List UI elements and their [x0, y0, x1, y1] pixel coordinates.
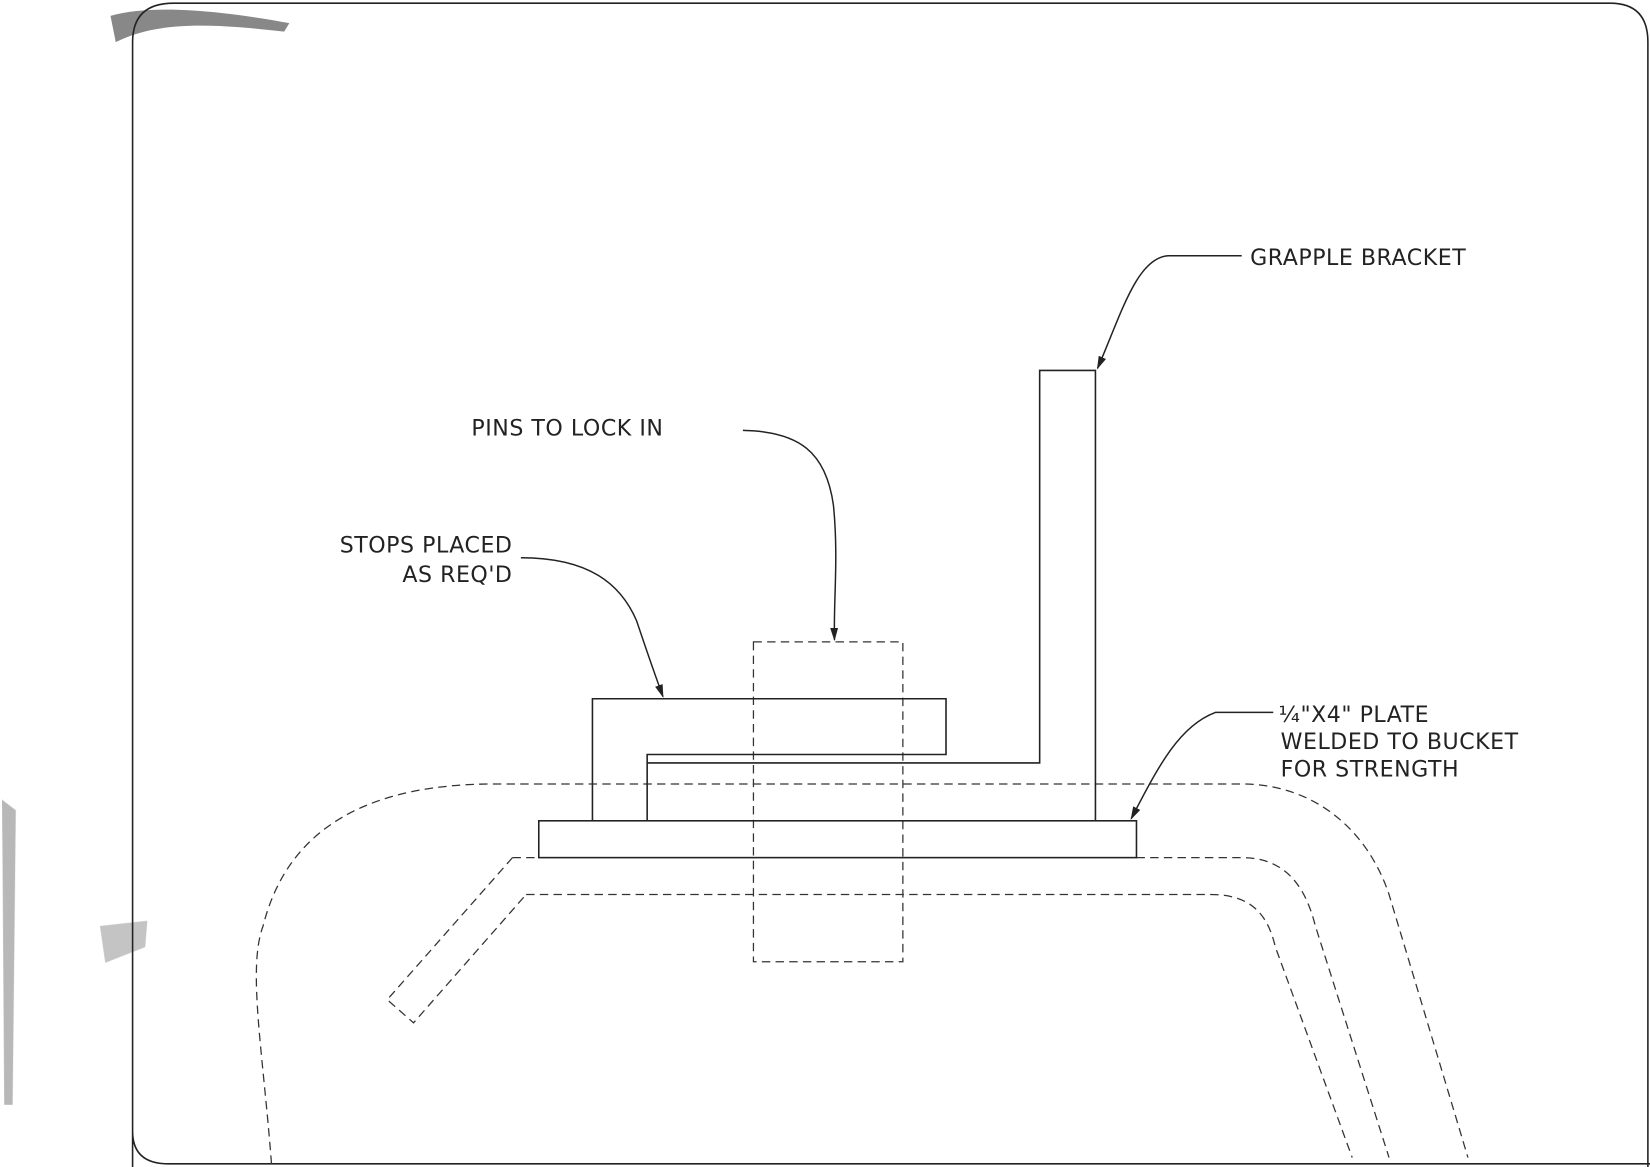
leader-pins: [742, 429, 839, 642]
label-pins: PINS TO LOCK IN: [471, 416, 663, 442]
label-plate-3: FOR STRENGTH: [1281, 757, 1459, 783]
leader-plate: [1130, 711, 1274, 820]
leader-stops: [520, 556, 664, 698]
leader-grapple-bracket: [1096, 254, 1242, 370]
label-plate-1: ¼"X4" PLATE: [1279, 702, 1430, 728]
stop: [591, 697, 947, 821]
bucket-outline: [255, 783, 1469, 1164]
scan-smudges: [2, 9, 290, 1105]
label-stops-1: STOPS PLACED: [340, 532, 513, 558]
pin: [752, 641, 904, 963]
label-stops-2: AS REQ'D: [402, 562, 512, 588]
label-grapple-bracket: GRAPPLE BRACKET: [1250, 245, 1466, 271]
label-plate-2: WELDED TO BUCKET: [1281, 729, 1519, 755]
sheet-border: [131, 2, 1650, 1167]
plate: [537, 820, 1138, 859]
bucket-inner-outline-2: [526, 893, 1353, 1158]
bucket-inner-outline: [1136, 856, 1390, 1158]
bucket-lip: [386, 856, 537, 1024]
grapple-bracket: [647, 369, 1097, 821]
